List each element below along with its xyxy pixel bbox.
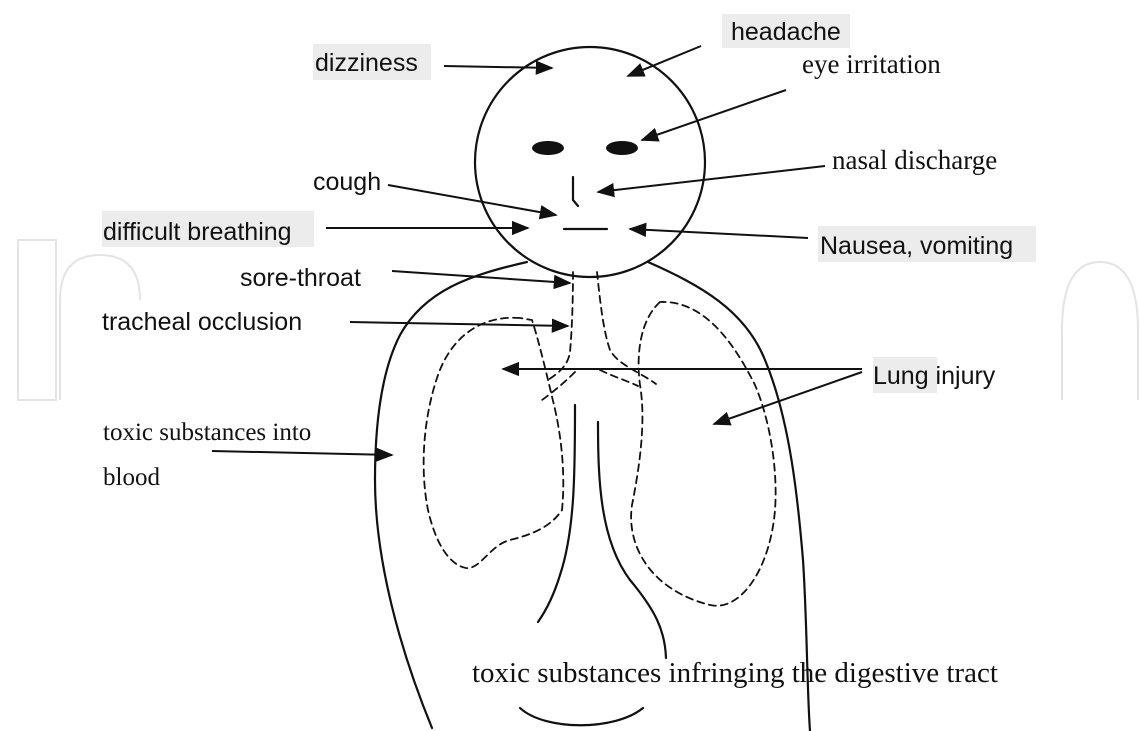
- left-eye: [532, 141, 564, 155]
- label-difficult-breathing: difficult breathing: [103, 218, 292, 246]
- label-toxic-blood-line1: toxic substances into: [103, 419, 311, 446]
- esophagus-left: [538, 405, 575, 622]
- arrows: [212, 46, 862, 455]
- label-sore-throat: sore-throat: [240, 264, 361, 292]
- labels: headache dizziness eye irritation nasal …: [102, 18, 1013, 689]
- arrow-nausea: [630, 229, 808, 238]
- arrow-eye-irritation: [642, 90, 786, 140]
- trachea-right: [597, 272, 656, 384]
- arrow-nasal-discharge: [598, 166, 825, 192]
- label-headache: headache: [731, 18, 841, 46]
- label-eye-irritation: eye irritation: [802, 49, 941, 79]
- arrow-sore-throat: [392, 271, 570, 283]
- stomach: [520, 708, 643, 725]
- label-lung-injury: Lung injury: [873, 362, 996, 390]
- label-digestive-tract: toxic substances infringing the digestiv…: [472, 657, 998, 689]
- label-toxic-blood-line2: blood: [103, 464, 160, 491]
- arrow-dizziness: [444, 66, 552, 68]
- body-figure: [375, 47, 810, 731]
- label-nasal-discharge: nasal discharge: [832, 145, 997, 175]
- right-lung: [631, 302, 776, 606]
- bronchus-right: [600, 370, 638, 386]
- head-outline: [475, 47, 705, 277]
- right-eye: [606, 141, 638, 155]
- nose: [573, 177, 578, 206]
- arrow-headache: [628, 46, 701, 76]
- arrow-toxic-blood: [212, 451, 392, 455]
- arrow-lung-injury-right: [714, 372, 862, 424]
- label-tracheal-occlusion: tracheal occlusion: [102, 308, 302, 336]
- respiratory-tract: [424, 272, 776, 606]
- label-dizziness: dizziness: [315, 49, 418, 77]
- label-nausea-vomiting: Nausea, vomiting: [820, 232, 1013, 260]
- esophagus-right: [598, 422, 666, 658]
- arrow-cough: [388, 185, 556, 215]
- left-lung: [424, 318, 564, 568]
- label-cough: cough: [313, 168, 381, 196]
- arrow-tracheal-occlusion: [350, 322, 568, 326]
